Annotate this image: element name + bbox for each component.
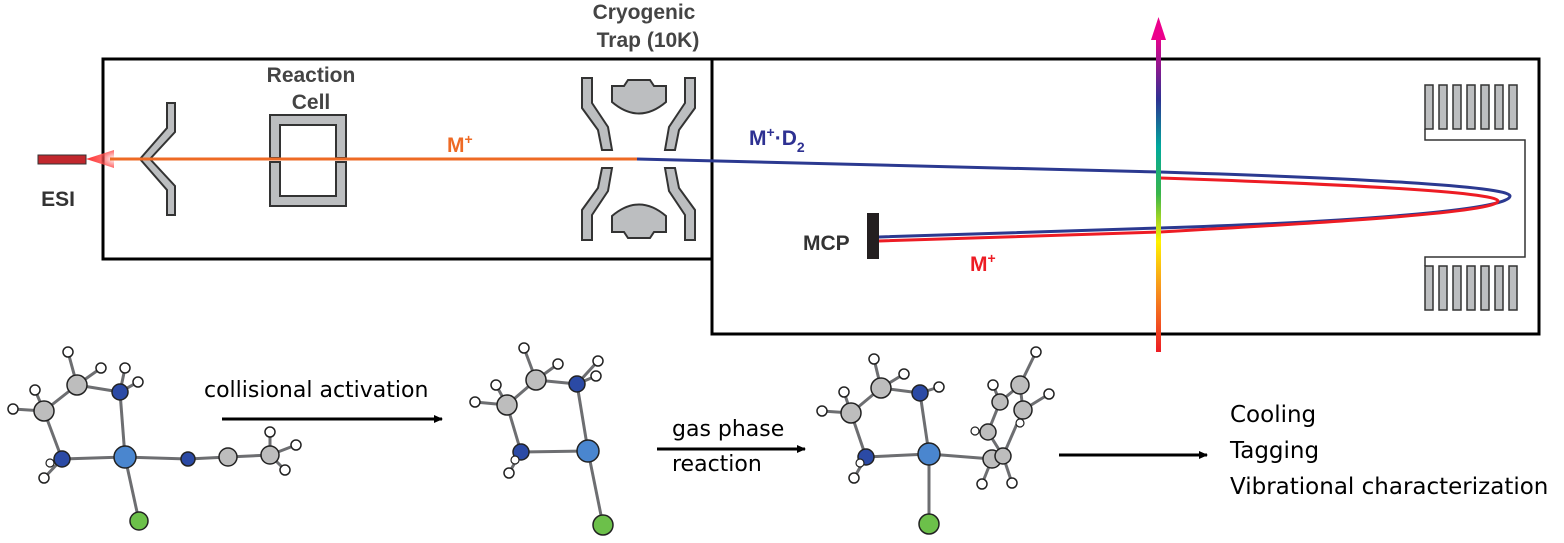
mcp-label: MCP (803, 232, 850, 255)
esi-label: ESI (41, 188, 75, 211)
ion-label-orange: M+ (447, 131, 473, 157)
ion-beam-blue (636, 157, 1512, 239)
reflectron-backplate (1424, 129, 1526, 266)
untagged-ion-label: M+ (970, 250, 996, 276)
trap-label-line2: Trap (10K) (597, 29, 700, 52)
outcome-tagging: Tagging (1229, 438, 1319, 464)
trap-electrode-lower-left (581, 167, 614, 241)
entrance-skimmer (138, 102, 176, 216)
label-collisional-activation: collisional activation (204, 378, 428, 403)
trap-electrode-upper-left (581, 77, 614, 151)
label-reaction: reaction (672, 452, 762, 477)
esi-emitter (37, 154, 87, 165)
tagged-ion-label: M+·D2 (749, 124, 805, 155)
cryogenic-trap (581, 77, 696, 241)
outcome-vibrational: Vibrational characterization (1230, 474, 1548, 500)
reflectron (1424, 84, 1518, 311)
reaction-cell-label-line2: Cell (292, 91, 331, 114)
trap-electrode-upper-right (663, 77, 696, 151)
trap-label-line1: Cryogenic (593, 1, 696, 24)
molecule-reactant (7, 346, 302, 531)
outcome-cooling: Cooling (1230, 402, 1316, 428)
trap-electrode-lower-right (663, 167, 696, 241)
laser-arrowhead (1151, 17, 1166, 40)
trap-endcap-upper (611, 79, 667, 115)
esi-spray-plume (86, 150, 114, 168)
label-gas-phase: gas phase (672, 417, 784, 442)
laser-beam (1156, 36, 1161, 352)
reaction-cell-label-line1: Reaction (267, 64, 356, 87)
tof-chamber-frame (710, 57, 1541, 336)
trap-endcap-lower (611, 203, 667, 239)
mcp-detector (867, 213, 879, 259)
molecule-product (816, 346, 1055, 535)
molecule-intermediate (469, 342, 614, 536)
ion-beam-red (878, 176, 1500, 243)
